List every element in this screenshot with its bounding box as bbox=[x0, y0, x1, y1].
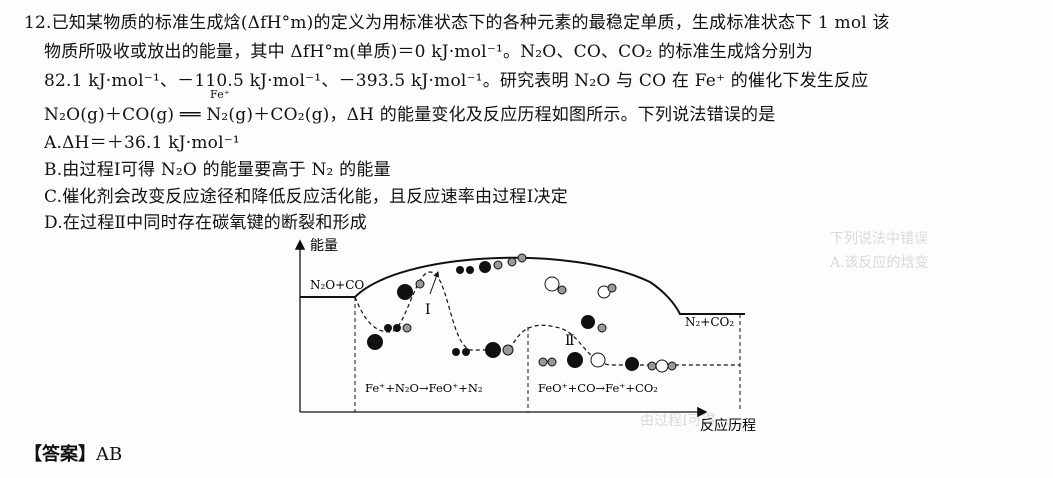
n-atom bbox=[393, 324, 401, 332]
fe-ion bbox=[485, 342, 501, 358]
o-atom bbox=[502, 344, 514, 356]
fe-ion bbox=[479, 261, 491, 273]
uncatalyzed-curve bbox=[300, 256, 745, 315]
fe-ion bbox=[567, 352, 583, 368]
option-c: C.催化剂会改变反应途径和降低反应活化能，且反应速率由过程Ⅰ决定 bbox=[44, 187, 568, 207]
o-atom bbox=[557, 285, 567, 295]
answer-label: 【答案】 bbox=[24, 444, 96, 465]
n-atom bbox=[466, 266, 474, 274]
co2-molecule bbox=[655, 359, 669, 373]
co2-molecule bbox=[544, 276, 560, 292]
fe-ion bbox=[581, 315, 595, 329]
ghost-text-1: 下列说法中错误 bbox=[830, 231, 928, 247]
question-line-1: 12.已知某物质的标准生成焓(ΔfH°m)的定义为用标准状态下的各种元素的最稳定… bbox=[24, 8, 890, 33]
n-atom bbox=[462, 348, 470, 356]
products-label: N₂+CO₂ bbox=[685, 315, 734, 329]
question-text-2: 物质所吸收或放出的能量，其中 ΔfH°m(单质)＝0 kJ·mol⁻¹。N₂O、… bbox=[44, 42, 813, 62]
question-line-4: N₂O(g)＋CO(g) ══ N₂(g)＋CO₂(g)，ΔH 的能量变化及反应… bbox=[44, 100, 775, 125]
c-atom bbox=[507, 257, 517, 267]
question-text-3: 82.1 kJ·mol⁻¹、－110.5 kJ·mol⁻¹、－393.5 kJ·… bbox=[44, 71, 869, 91]
answer-value: AB bbox=[96, 444, 123, 465]
o-atom bbox=[493, 260, 503, 270]
option-d: D.在过程Ⅱ中同时存在碳氧键的断裂和形成 bbox=[44, 213, 367, 233]
question-number: 12. bbox=[24, 13, 52, 33]
option-a: A.ΔH＝＋36.1 kJ·mol⁻¹ bbox=[44, 133, 240, 153]
o-atom bbox=[647, 361, 657, 371]
energy-diagram: 能量 反应历程 N₂O+CO N₂+CO₂ Ⅰ Ⅱ Fe⁺+N₂O→FeO⁺+N… bbox=[294, 238, 756, 434]
step-2-equation: FeO⁺+CO→Fe⁺+CO₂ bbox=[538, 381, 658, 395]
catalyzed-curve bbox=[354, 271, 740, 366]
question-line-2: 物质所吸收或放出的能量，其中 ΔfH°m(单质)＝0 kJ·mol⁻¹。N₂O、… bbox=[44, 37, 813, 62]
o-atom bbox=[517, 253, 527, 263]
n-atom bbox=[384, 324, 392, 332]
question-text-1: 已知某物质的标准生成焓(ΔfH°m)的定义为用标准状态下的各种元素的最稳定单质，… bbox=[51, 13, 890, 33]
co-molecule bbox=[538, 357, 548, 367]
reactants-label: N₂O+CO bbox=[310, 278, 364, 292]
fe-ion bbox=[625, 357, 639, 371]
catalyst-label: Fe⁺ bbox=[210, 88, 230, 101]
o-atom bbox=[597, 323, 607, 333]
reaction-arrow bbox=[429, 271, 440, 295]
process-2-label: Ⅱ bbox=[565, 333, 575, 349]
ghost-text-2: A.该反应的焓变 bbox=[830, 255, 929, 271]
ghost-text-3: 由过程Ⅰ可得…… bbox=[640, 413, 744, 429]
o-atom bbox=[415, 279, 425, 289]
answer: 【答案】AB bbox=[24, 440, 122, 466]
step-1-equation: Fe⁺+N₂O→FeO⁺+N₂ bbox=[365, 381, 483, 395]
fe-ion bbox=[367, 334, 383, 350]
n-atom bbox=[452, 348, 460, 356]
o-atom bbox=[402, 323, 412, 333]
process-1-label: Ⅰ bbox=[425, 302, 431, 318]
x-axis-label: 反应历程 bbox=[700, 417, 756, 434]
question-text-4: N₂O(g)＋CO(g) ══ N₂(g)＋CO₂(g)，ΔH 的能量变化及反应… bbox=[44, 105, 776, 125]
fe-ion bbox=[397, 284, 413, 300]
co2-molecule bbox=[590, 352, 606, 368]
o-atom bbox=[547, 357, 557, 367]
question-line-3: 82.1 kJ·mol⁻¹、－110.5 kJ·mol⁻¹、－393.5 kJ·… bbox=[44, 66, 868, 91]
o-atom bbox=[667, 361, 677, 371]
option-b: B.由过程Ⅰ可得 N₂O 的能量要高于 N₂ 的能量 bbox=[44, 160, 391, 180]
n-atom bbox=[456, 266, 464, 274]
o-atom bbox=[607, 283, 617, 293]
y-axis-label: 能量 bbox=[310, 238, 338, 254]
